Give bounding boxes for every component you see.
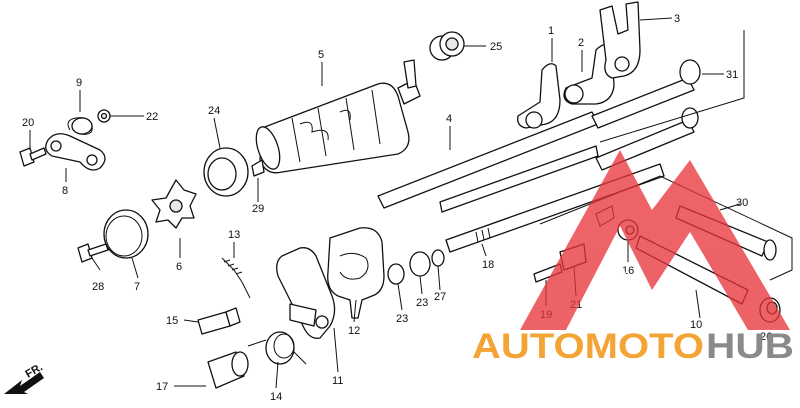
callout-28: 28	[92, 281, 104, 293]
part-shift-drum	[255, 59, 421, 174]
part-cam-plate-hub	[169, 199, 183, 213]
part-ring-27	[431, 249, 445, 267]
callout-26: 26	[760, 331, 772, 343]
part-shaft-31	[591, 77, 695, 129]
callout-25: 25	[490, 41, 502, 53]
part-guide-plate-12	[327, 227, 385, 319]
part-bearing-25	[429, 31, 465, 61]
callout-3: 3	[674, 13, 680, 25]
callout-27: 27	[434, 291, 446, 303]
part-stopper-arm-8	[45, 133, 106, 171]
part-fork-3	[599, 1, 641, 79]
callout-17: 17	[156, 381, 168, 393]
callout-15: 15	[166, 315, 178, 327]
part-spring-9	[67, 117, 93, 135]
callout-18: 18	[482, 259, 494, 271]
callout-11: 11	[332, 375, 343, 387]
callout-7: 7	[134, 281, 140, 293]
part-collar-17	[207, 351, 249, 389]
callout-14: 14	[270, 391, 282, 403]
part-shift-arm-11	[276, 247, 336, 339]
callout-13: 13	[228, 229, 240, 241]
callout-12: 12	[348, 325, 360, 337]
part-bolt-28	[77, 243, 109, 263]
callout-9: 9	[76, 77, 82, 89]
part-oil-seal-24	[203, 147, 249, 197]
callout-20: 20	[22, 117, 34, 129]
callout-6: 6	[176, 261, 182, 273]
callout-1: 1	[548, 25, 554, 37]
front-direction-marker: FR.	[4, 361, 45, 394]
callout-23a: 23	[396, 313, 408, 325]
part-shaft-lower	[595, 119, 695, 171]
callout-23b: 23	[416, 297, 428, 309]
part-pin-15	[197, 311, 231, 335]
watermark-triangle-icon	[520, 150, 790, 330]
callout-31: 31	[726, 69, 738, 81]
group-bracket-top	[599, 30, 745, 143]
callout-10: 10	[690, 319, 702, 331]
callout-2: 2	[578, 37, 584, 49]
part-washer-22	[97, 109, 111, 123]
callout-22: 22	[146, 111, 158, 123]
callout-4: 4	[446, 113, 452, 125]
front-arrow-icon	[4, 372, 44, 394]
part-spring-13	[221, 257, 251, 299]
callout-29: 29	[252, 203, 264, 215]
part-spring-14	[247, 331, 307, 365]
watermark-text-primary: AUTOMOTO	[472, 327, 704, 366]
part-rod-middle	[439, 145, 599, 213]
part-washer-23	[387, 263, 405, 285]
watermark-text-secondary: HUB	[706, 327, 794, 366]
callout-5: 5	[318, 49, 324, 61]
watermark-logo	[520, 150, 790, 330]
callout-labels: 1 2 3 4 5 6 7 8 9 10 11 12 13 14 15 16 1…	[22, 13, 772, 403]
part-washer-23b	[409, 251, 431, 277]
part-fork-1	[517, 63, 561, 129]
callout-24: 24	[208, 105, 220, 117]
callout-30: 30	[736, 197, 748, 209]
watermark-triangle-inner-icon	[600, 262, 640, 300]
part-plate-7	[103, 209, 149, 259]
part-pin-29	[251, 159, 265, 177]
part-bolt-20	[19, 147, 47, 167]
callout-8: 8	[62, 185, 68, 197]
